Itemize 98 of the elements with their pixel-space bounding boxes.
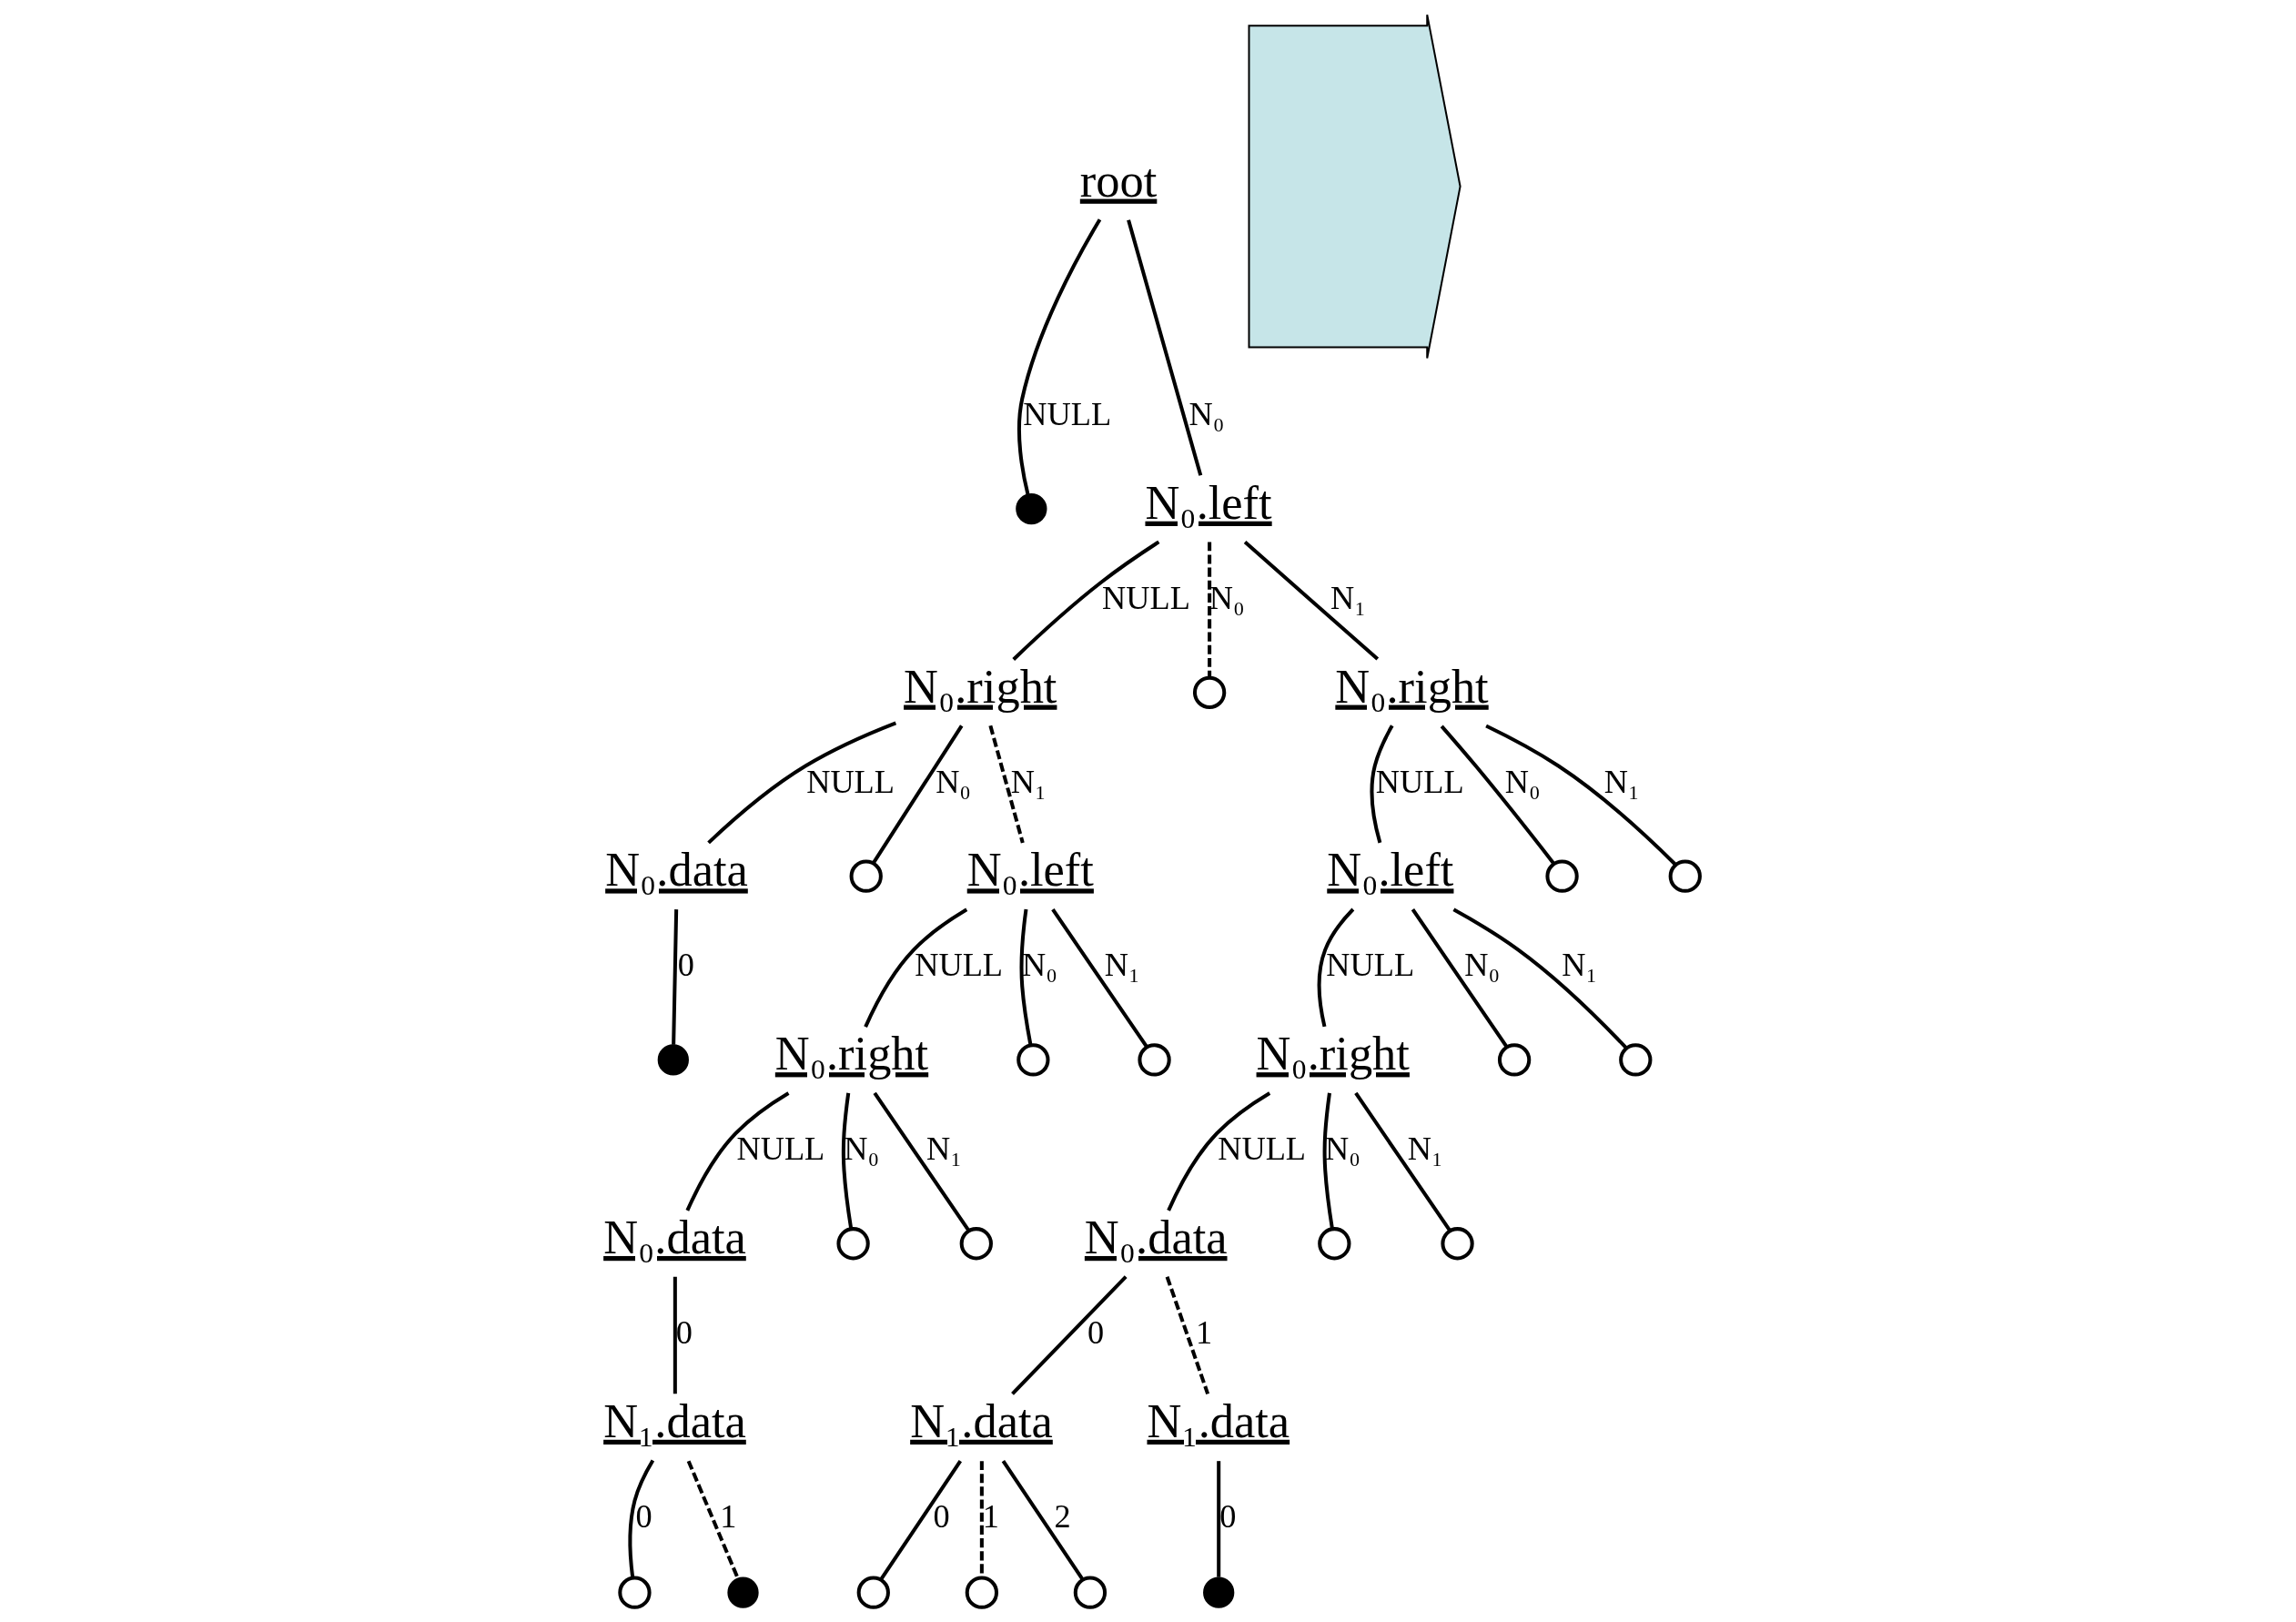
edge-label: N₀ [1188,396,1225,433]
connector [1011,1275,1128,1395]
connector [673,1276,677,1394]
edge-label: N₀ [1504,763,1541,800]
node-circle [849,859,883,893]
edge-label: NULL [1326,947,1415,984]
node-text: N₀.right [774,1027,929,1080]
node-text: N₀.data [603,1210,746,1263]
edge-label: NULL [736,1130,825,1168]
connector [1165,1276,1210,1394]
node-text: N₀.left [1145,475,1272,529]
edge-label: NULL [1023,396,1112,433]
connector [873,1091,970,1232]
node-text: N₀.right [1256,1027,1410,1080]
edge-label: 0 [1219,1497,1237,1535]
edge-label: 0 [675,1314,693,1352]
connector [841,1092,854,1230]
node-circle [1619,1043,1653,1077]
edge-label: N₀ [1021,947,1057,984]
edge-label: N₁ [1104,947,1140,984]
connector [1127,219,1203,476]
node-text: N₁.data [1147,1394,1290,1447]
node-text: N₀.left [966,843,1094,897]
node-dot [1016,492,1047,525]
connector [1208,542,1212,678]
connector [1017,218,1102,495]
node-circle [1017,1043,1050,1077]
edge-label: 1 [982,1497,1000,1535]
edge-label: N₀ [1464,947,1501,984]
node-text: N₀.data [605,843,748,897]
edge-label: N₁ [1407,1130,1443,1168]
node-circle [836,1227,870,1261]
connector [872,725,964,864]
connector [1440,725,1555,865]
edge-label: NULL [1218,1130,1307,1168]
node-circle [1138,1043,1171,1077]
edge-label: N₁ [1010,763,1047,800]
connector [1485,724,1677,867]
connector [1322,1092,1334,1230]
connector [672,909,679,1045]
node-circle [1318,1227,1351,1261]
edge-label: 0 [933,1497,950,1535]
node-text: N₀.data [1084,1210,1228,1263]
edge-label: NULL [1375,763,1464,800]
node-circle [965,1576,999,1609]
edge-label: 2 [1054,1497,1071,1535]
node-circle [1497,1043,1532,1077]
connector [1411,907,1509,1048]
edge-label: N₁ [926,1130,962,1168]
node-circle [618,1576,652,1609]
connector [1370,725,1394,844]
node-text: N₀.right [1335,659,1489,713]
node-circle [856,1576,890,1609]
connector [1051,907,1148,1048]
node-text: root [1079,153,1158,207]
node-dot [657,1044,689,1076]
connector [1217,1461,1221,1577]
node-text: N₀.left [1327,843,1454,897]
connector [628,1459,655,1578]
node-text: N₀.right [904,659,1057,713]
node-circle [959,1227,993,1261]
edge-label: NULL [915,947,1004,984]
connector [1019,908,1033,1046]
node-circle [1192,675,1227,709]
edge-label: 0 [677,947,695,984]
connector [1001,1460,1085,1581]
node-text: N₁.data [910,1394,1053,1447]
edge-label: N₁ [1603,763,1640,800]
node-circle [1073,1576,1108,1609]
edge-label: N₁ [1562,947,1598,984]
connector [864,907,968,1028]
connector [879,1460,962,1581]
edge-label: 0 [1087,1314,1105,1352]
node-text: N₁.data [603,1394,746,1447]
connector [1354,1091,1451,1232]
connector [707,721,897,845]
edge-label: N₀ [936,763,972,800]
connector [1317,907,1355,1028]
connector [1452,907,1628,1050]
connector [1243,541,1380,661]
connector [988,725,1025,844]
node-arrow [1248,14,1462,360]
connector [685,1091,790,1211]
connector [1012,540,1160,661]
connector [1167,1091,1271,1211]
edge-label: N₁ [1330,579,1366,616]
edge-label: NULL [806,763,895,800]
node-dot [1203,1576,1235,1608]
node-circle [1545,859,1579,893]
edge-label: 0 [635,1497,652,1535]
node-dot [727,1576,759,1608]
edge-label: 1 [1195,1314,1213,1352]
edge-label: N₀ [844,1130,880,1168]
edge-label: N₀ [1209,579,1245,616]
edge-label: NULL [1102,579,1190,616]
node-circle [1668,859,1702,893]
edge-label: 1 [720,1497,737,1535]
node-circle [1441,1227,1474,1261]
